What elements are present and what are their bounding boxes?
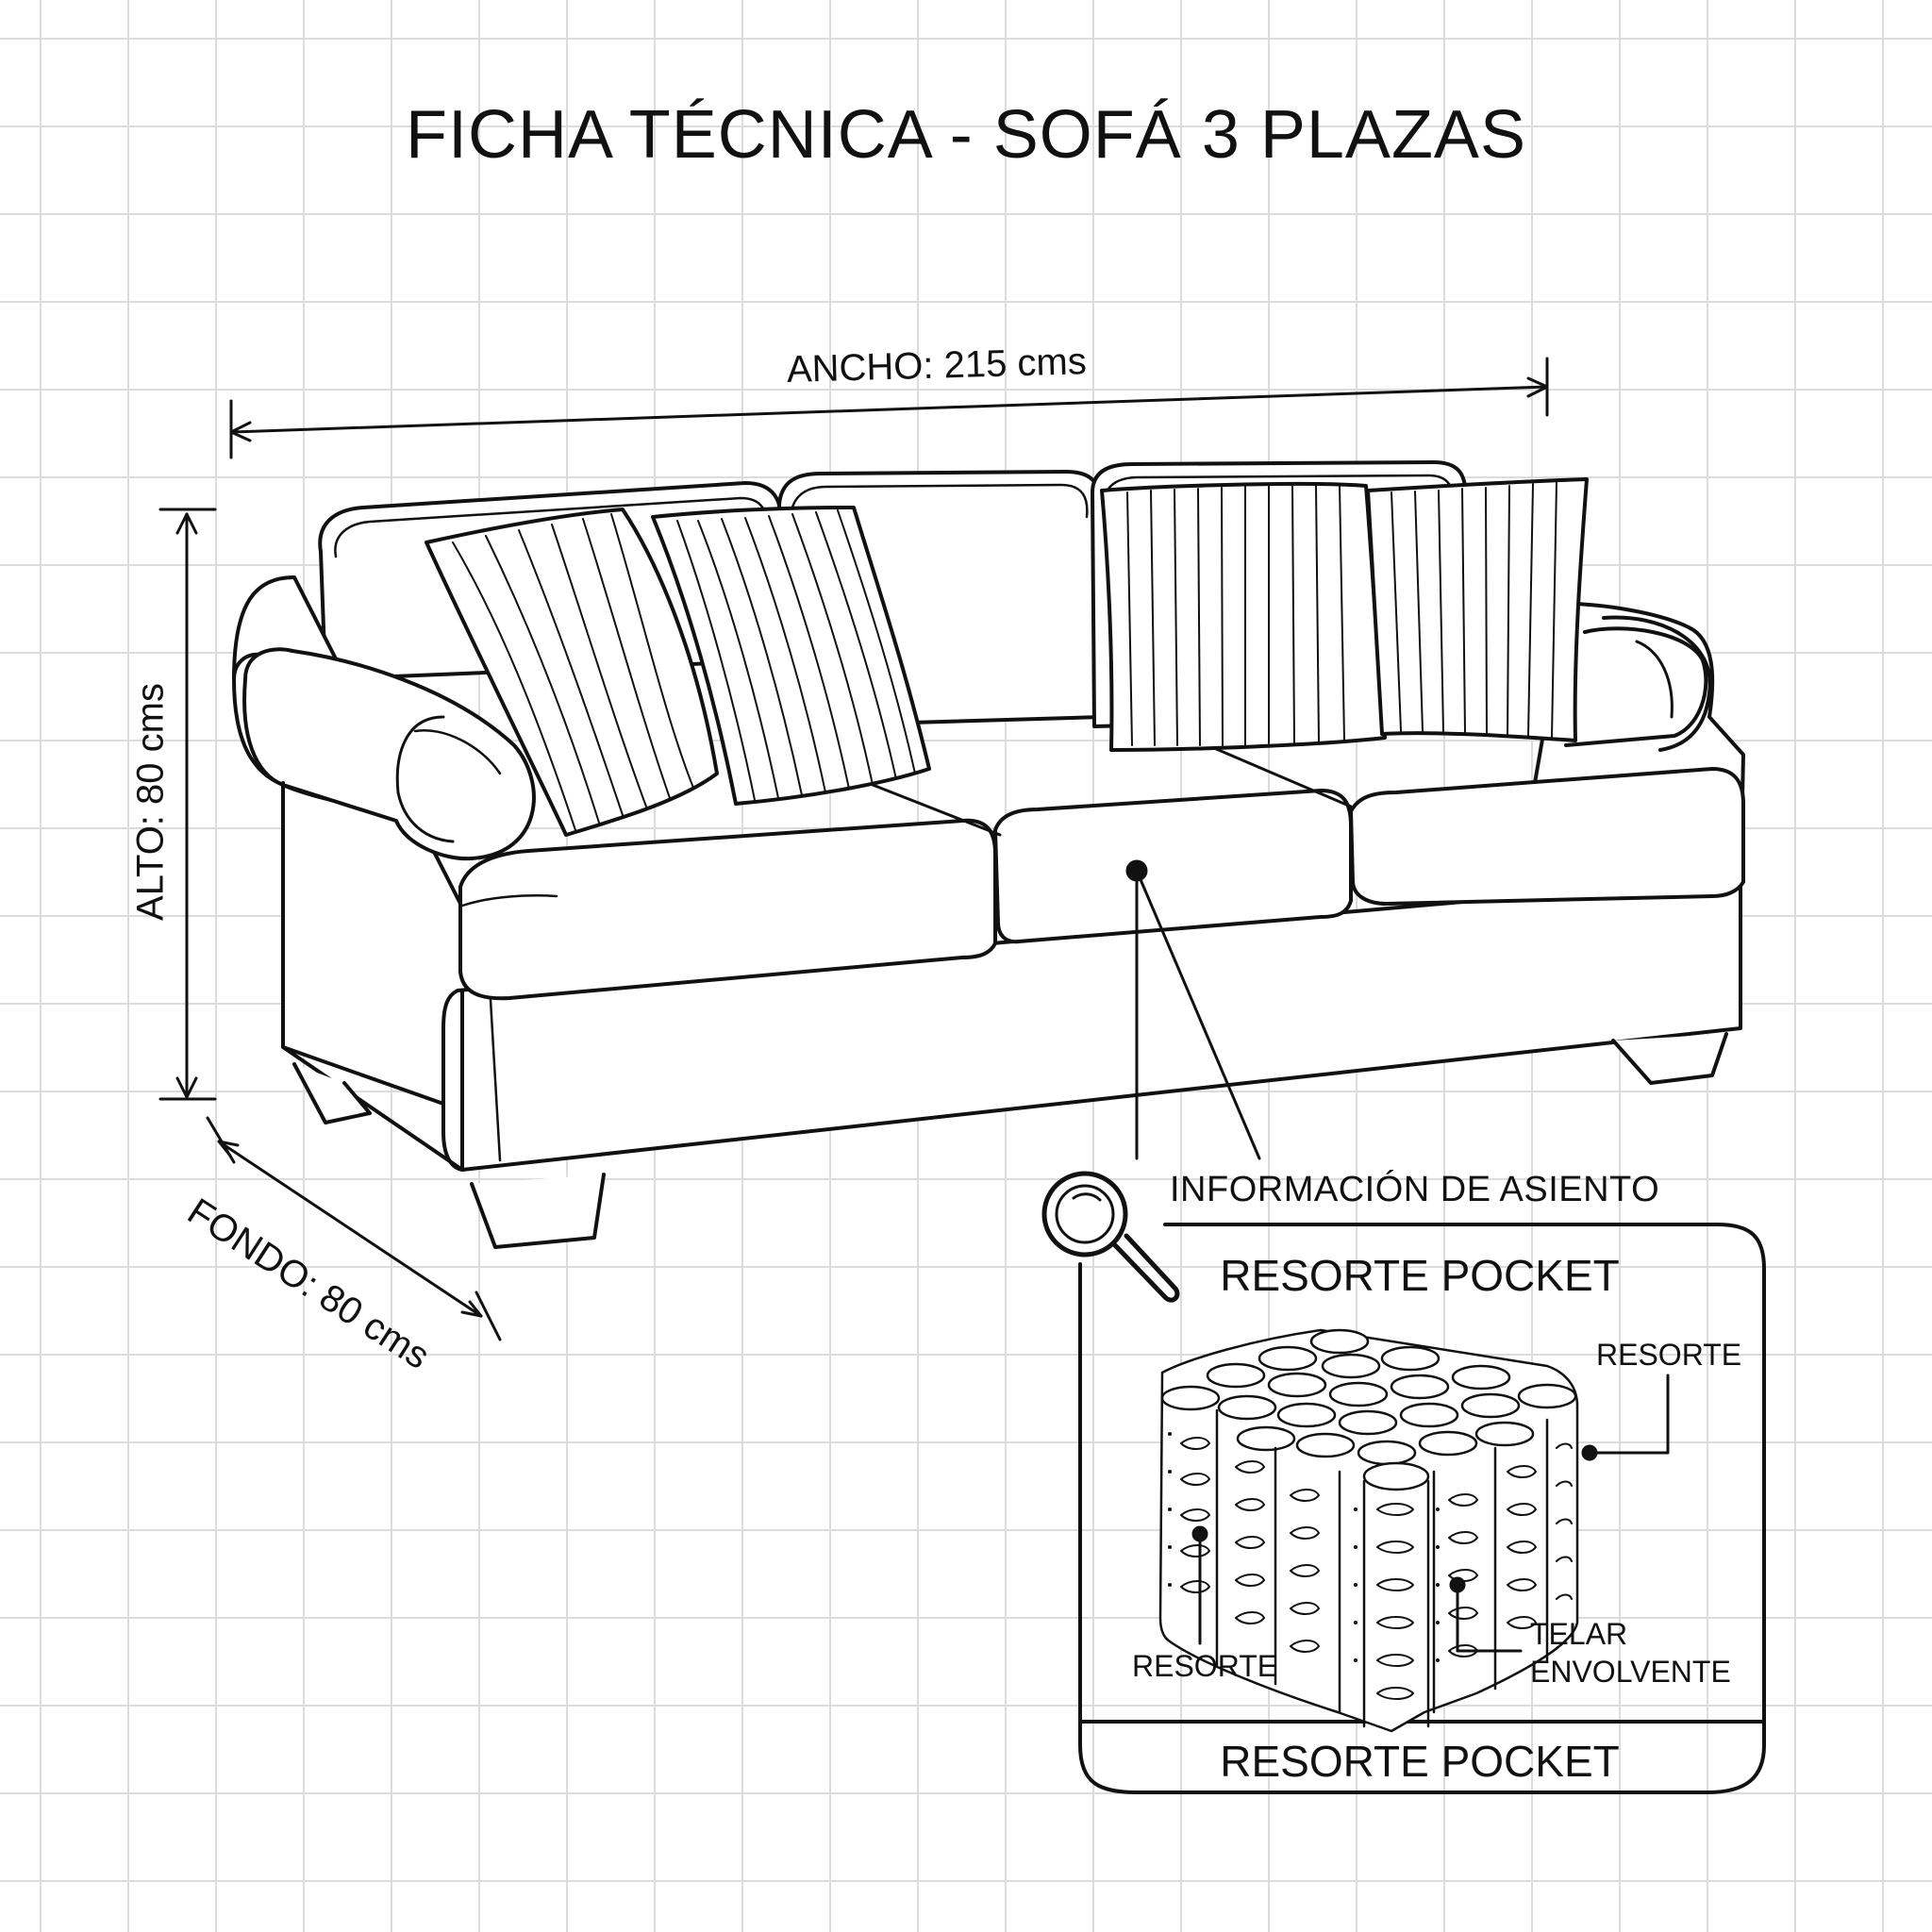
pillow-stripes-1 (452, 513, 694, 831)
throw-pillows (425, 477, 1589, 837)
pillow-stripes-3 (1126, 484, 1345, 746)
seat-info-callout: INFORMACIÓN DE ASIENTO (1170, 1170, 1660, 1209)
telar-line-1: TELAR (1530, 1617, 1628, 1651)
stitch-dots (1168, 1432, 1440, 1662)
pocket-columns (1215, 1408, 1549, 1728)
panel-title: RESORTE POCKET (1220, 1251, 1620, 1300)
seat-cushions (458, 743, 1745, 1001)
telar-line-2: ENVOLVENTE (1530, 1655, 1731, 1689)
seat-info-panel (1078, 1223, 1766, 1794)
fondo-dimension-line (217, 1140, 483, 1318)
alto-label: ALTO: 80 cms (129, 683, 172, 921)
ancho-dimension-line (229, 385, 1549, 434)
telar-envolvente-label: TELAR ENVOLVENTE (1530, 1615, 1731, 1690)
magnifier-icon (1041, 1171, 1180, 1303)
callout-leaders (1125, 859, 1261, 1160)
resorte-label-top: RESORTE (1596, 1338, 1742, 1372)
spring-label-leaders (1191, 1374, 1670, 1653)
spring-tops (1160, 1328, 1577, 1491)
resorte-label-left: RESORTE (1132, 1649, 1278, 1683)
pillow-stripes-2 (676, 509, 916, 801)
ancho-label: ANCHO: 215 cms (786, 341, 1088, 391)
panel-footer: RESORTE POCKET (1220, 1737, 1620, 1786)
dimension-lines (158, 357, 1549, 1341)
page-title: FICHA TÉCNICA - SOFÁ 3 PLAZAS (406, 97, 1526, 173)
pocket-spring-block (1158, 1328, 1579, 1733)
pillow-stripes-4 (1391, 481, 1557, 739)
spring-coils (1180, 1437, 1573, 1700)
